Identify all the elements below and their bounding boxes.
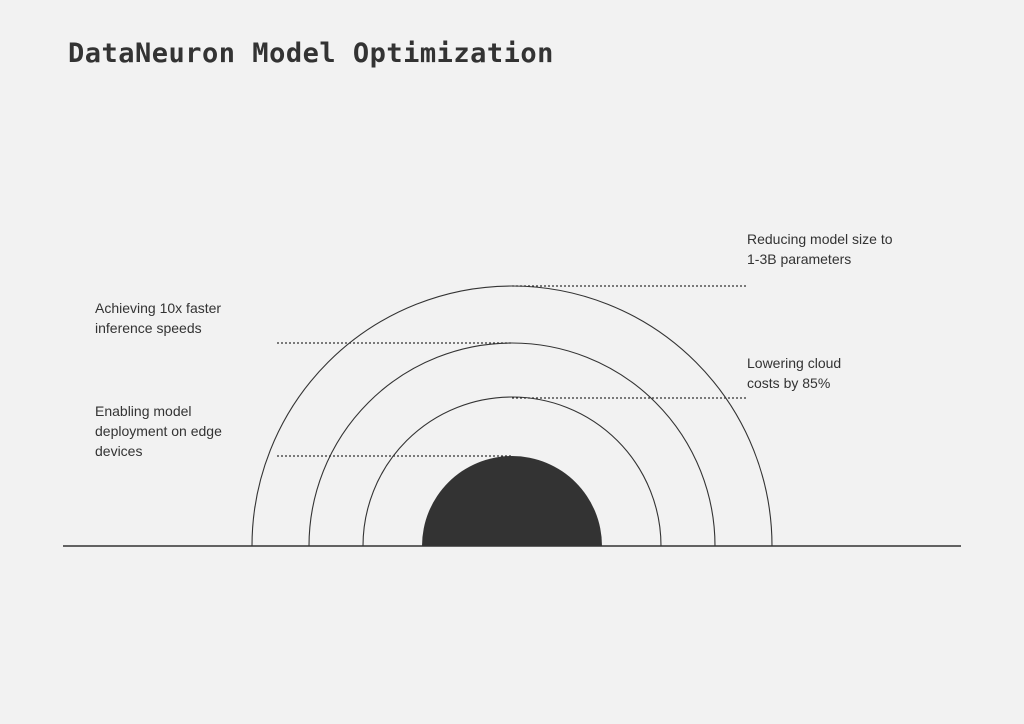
label-line: Reducing model size to [747,231,893,247]
third-arc [362,396,662,547]
label-line: Lowering cloud [747,355,842,371]
label-lower-cloud-costs: Lowering cloud costs by 85% [747,353,841,393]
label-line: inference speeds [95,320,202,336]
label-line: devices [95,443,143,459]
core-semicircle [422,456,602,546]
second-arc [308,342,716,547]
page-title: DataNeuron Model Optimization [68,38,554,69]
label-line: Enabling model [95,403,192,419]
label-reduce-model-size: Reducing model size to 1-3B parameters [747,229,893,269]
label-faster-inference: Achieving 10x faster inference speeds [95,298,221,338]
label-edge-deployment: Enabling model deployment on edge device… [95,401,222,461]
label-line: costs by 85% [747,375,831,391]
label-line: Achieving 10x faster [95,300,222,316]
label-line: deployment on edge [95,423,222,439]
label-line: 1-3B parameters [747,251,852,267]
